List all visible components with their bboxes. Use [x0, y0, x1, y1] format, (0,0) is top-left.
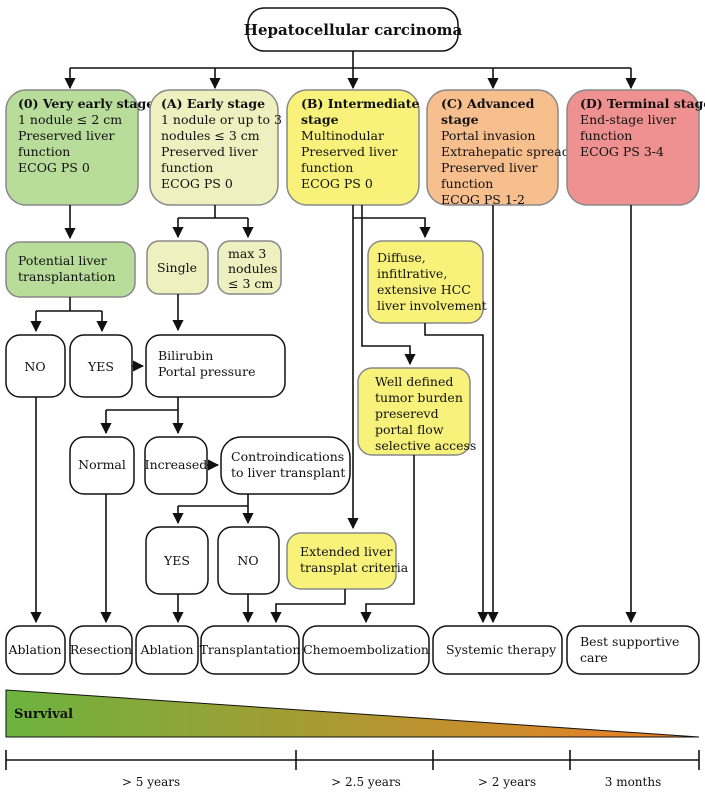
max3-line-2: nodules: [228, 261, 277, 276]
treatment-resection: Resection: [69, 625, 133, 675]
treatment-transplantation: Transplantation: [200, 625, 301, 675]
single-box: Single: [146, 240, 209, 295]
max3-line-3: ≤ 3 cm: [228, 276, 273, 291]
extended-criteria-box: Extended liver transplat criteria: [286, 532, 409, 590]
treatment-chemoembolization: Chemoembolization: [302, 625, 430, 675]
treatment-chemoembolization-label: Chemoembolization: [303, 642, 429, 657]
stage-d-box: (D) Terminal stage End-stage liver funct…: [566, 89, 705, 206]
bilirubin-box: Bilirubin Portal pressure: [145, 334, 286, 398]
stage-0-heading: (0) Very early stage: [18, 96, 154, 111]
bilirubin-line-2: Portal pressure: [158, 364, 255, 379]
diffuse-line-3: extensive HCC: [377, 282, 471, 297]
stage-c-heading-1: (C) Advanced: [441, 96, 535, 111]
stage-b-line-1: Multinodular: [301, 128, 384, 143]
yes-label-1: YES: [87, 359, 114, 374]
treatment-transplantation-label: Transplantation: [200, 642, 301, 657]
stage-d-line-1: End-stage liver: [580, 112, 676, 127]
stage-0-line-2: Preserved liver: [18, 128, 114, 143]
contraindications-box: Controindications to liver transplant: [220, 436, 351, 495]
survival-wedge: Survival: [5, 689, 700, 738]
potential-transplant-box: Potential liver transplantation: [5, 241, 136, 298]
potential-transplant-line-1: Potential liver: [18, 253, 107, 268]
increased-box: Increased: [144, 436, 208, 495]
stage-a-line-2: nodules ≤ 3 cm: [161, 128, 260, 143]
treatment-ablation-1: Ablation: [5, 625, 66, 675]
stage-c-line-2: Extrahepatic spread: [441, 144, 570, 159]
stage-a-line-3: Preserved liver: [161, 144, 257, 159]
stage-c-line-5: ECOG PS 1-2: [441, 192, 525, 207]
stage-b-heading-2: stage: [301, 112, 339, 127]
stage-a-line-5: ECOG PS 0: [161, 176, 233, 191]
extended-line-2: transplat criteria: [300, 560, 409, 575]
diffuse-line-1: Diffuse,: [377, 250, 426, 265]
period-label-3: > 2 years: [478, 775, 536, 789]
treatment-systemic-therapy: Systemic therapy: [432, 625, 563, 675]
stage-d-heading: (D) Terminal stage: [580, 96, 705, 111]
stage-c-line-1: Portal invasion: [441, 128, 535, 143]
treatment-best-supportive-care: Best supportive care: [566, 625, 700, 675]
normal-label: Normal: [78, 457, 126, 472]
stage-b-box: (B) Intermediate stage Multinodular Pres…: [286, 89, 420, 206]
yes-label-2: YES: [163, 553, 190, 568]
period-label-1: > 5 years: [122, 775, 180, 789]
potential-transplant-line-2: transplantation: [18, 269, 116, 284]
treatment-best-supportive-care-line-1: Best supportive: [580, 634, 679, 649]
stage-0-line-4: ECOG PS 0: [18, 160, 90, 175]
stage-0-box: (0) Very early stage 1 nodule ≤ 2 cm Pre…: [5, 89, 154, 206]
stage-b-heading-1: (B) Intermediate: [301, 96, 420, 111]
stage-a-line-1: 1 nodule or up to 3: [161, 112, 282, 127]
well-defined-line-5: selective access: [375, 438, 476, 453]
max3-box: max 3 nodules ≤ 3 cm: [217, 240, 282, 295]
stage-d-line-2: function: [580, 128, 632, 143]
well-defined-line-4: portal flow: [375, 422, 444, 437]
survival-timeline: > 5 years > 2.5 years > 2 years 3 months: [5, 750, 700, 789]
well-defined-line-1: Well defined: [375, 374, 453, 389]
title-box: Hepatocellular carcinoma: [244, 7, 463, 52]
stage-b-line-4: ECOG PS 0: [301, 176, 373, 191]
no-label-2: NO: [237, 553, 258, 568]
diffuse-line-4: liver involvement: [377, 298, 487, 313]
treatment-systemic-therapy-label: Systemic therapy: [446, 642, 557, 657]
contraindications-line-1: Controindications: [231, 449, 344, 464]
treatment-ablation-1-label: Ablation: [7, 642, 61, 657]
well-defined-box: Well defined tumor burden preserevd port…: [357, 367, 476, 456]
treatment-resection-label: Resection: [70, 642, 132, 657]
stage-0-line-3: function: [18, 144, 70, 159]
yes-box-2: YES: [145, 526, 209, 595]
stage-c-line-3: Preserved liver: [441, 160, 537, 175]
treatment-ablation-2-label: Ablation: [139, 642, 193, 657]
diffuse-box: Diffuse, infitlrative, extensive HCC liv…: [367, 240, 487, 324]
stage-c-box: (C) Advanced stage Portal invasion Extra…: [426, 89, 570, 207]
max3-line-1: max 3: [228, 246, 266, 261]
no-box-2: NO: [217, 526, 280, 595]
normal-box: Normal: [69, 436, 135, 495]
stage-b-line-2: Preserved liver: [301, 144, 397, 159]
stage-b-line-3: function: [301, 160, 353, 175]
period-label-4: 3 months: [605, 775, 662, 789]
bilirubin-line-1: Bilirubin: [158, 348, 213, 363]
stage-c-heading-2: stage: [441, 112, 479, 127]
well-defined-line-3: preserevd: [375, 406, 439, 421]
no-label-1: NO: [24, 359, 45, 374]
yes-box-1: YES: [69, 334, 133, 398]
diagram-title: Hepatocellular carcinoma: [244, 21, 463, 39]
contraindications-line-2: to liver transplant: [231, 465, 345, 480]
treatment-ablation-2: Ablation: [135, 625, 199, 675]
no-box-1: NO: [5, 334, 66, 398]
period-label-2: > 2.5 years: [331, 775, 401, 789]
extended-line-1: Extended liver: [300, 544, 392, 559]
single-label: Single: [157, 260, 197, 275]
stage-c-line-4: function: [441, 176, 493, 191]
stage-d-line-3: ECOG PS 3-4: [580, 144, 664, 159]
diffuse-line-2: infitlrative,: [377, 266, 447, 281]
stage-0-line-1: 1 nodule ≤ 2 cm: [18, 112, 122, 127]
stage-a-line-4: function: [161, 160, 213, 175]
survival-label: Survival: [14, 707, 73, 722]
well-defined-line-2: tumor burden: [375, 390, 463, 405]
increased-label: Increased: [145, 457, 208, 472]
stage-a-heading: (A) Early stage: [161, 96, 265, 111]
stage-a-box: (A) Early stage 1 nodule or up to 3 nodu…: [149, 89, 282, 206]
treatment-best-supportive-care-line-2: care: [580, 650, 608, 665]
